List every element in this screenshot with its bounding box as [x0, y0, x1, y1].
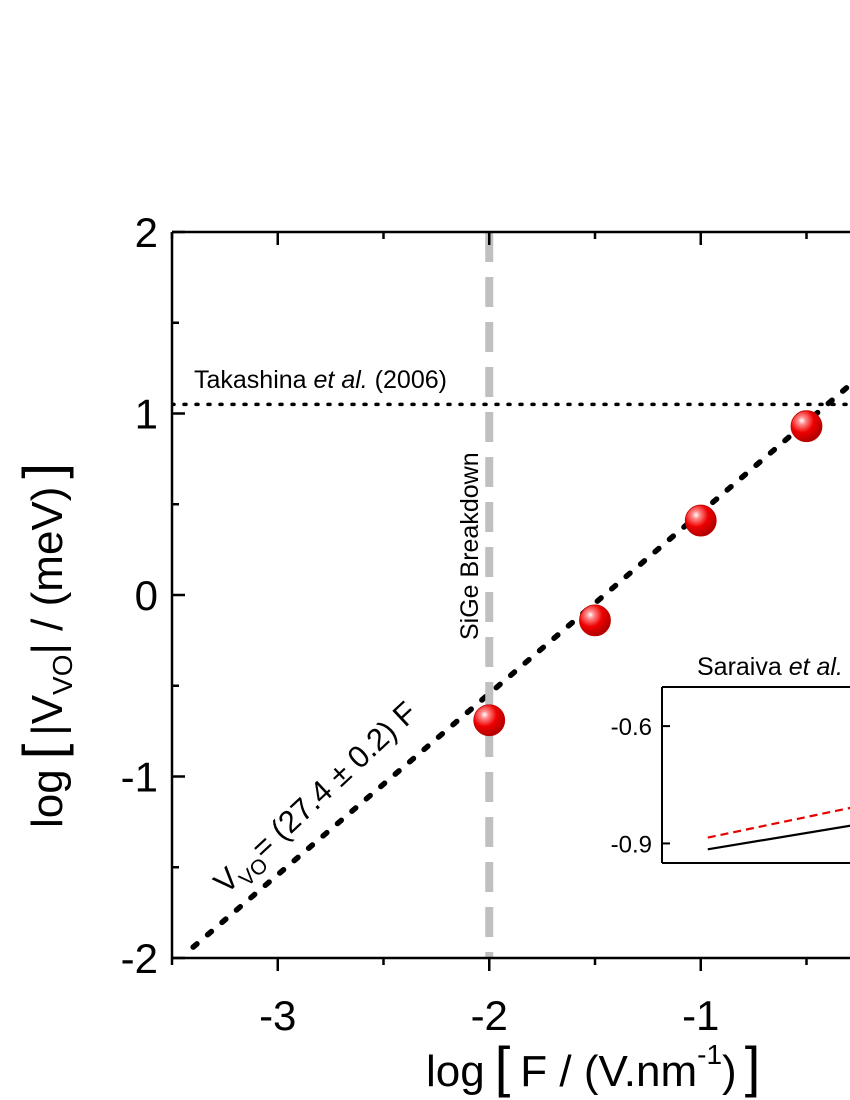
x-tick-label: -1	[682, 992, 719, 1039]
inset-y-tick-label: -0.6	[611, 714, 652, 741]
y-tick-label: 2	[135, 209, 158, 256]
inset-title: Saraiva et al.	[697, 653, 843, 681]
y-tick-label: -2	[121, 935, 158, 982]
inset-y-tick-label: -0.9	[611, 831, 652, 858]
x-tick-label: -3	[259, 992, 296, 1039]
x-tick-label: -2	[471, 992, 508, 1039]
data-point	[473, 704, 506, 737]
fit-label: VVO= (27.4 ± 0.2) F	[207, 695, 428, 906]
y-tick-label: 1	[135, 391, 158, 438]
inset-plot: Saraiva et al. -2.0-0.6-0.9	[611, 653, 850, 864]
x-axis-label: log[F / (V.nm-1)]	[426, 1035, 760, 1098]
hline-label: Takashina et al. (2006)	[194, 366, 447, 394]
y-axis-label: log[|VVO| / (meV)]	[11, 463, 78, 828]
inset-series-line	[707, 824, 850, 851]
y-tick-label: -1	[121, 754, 158, 801]
vline-label: SiGe Breakdown	[456, 452, 484, 640]
data-point	[684, 504, 717, 537]
y-tick-label: 0	[135, 572, 158, 619]
data-point	[579, 604, 611, 637]
data-point	[790, 410, 823, 443]
